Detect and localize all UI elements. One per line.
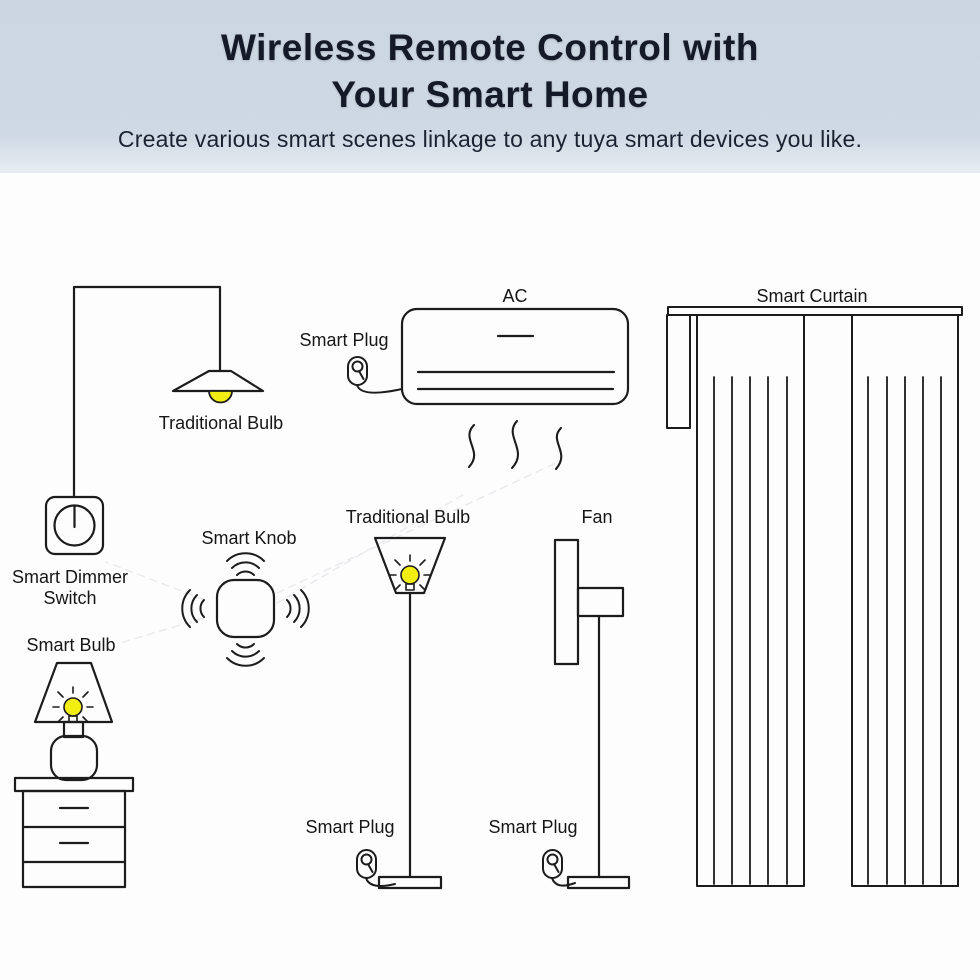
dimmer-body <box>44 495 105 556</box>
table-lamp-bulb <box>52 686 94 723</box>
floor-lamp-bulb <box>389 554 431 591</box>
table-lamp-shade <box>33 661 114 724</box>
ac-vent-lines <box>416 334 616 391</box>
label-smart-curtain: Smart Curtain <box>756 286 868 306</box>
label-smart-bulb: Smart Bulb <box>26 635 116 655</box>
curtain-folds-right <box>867 376 942 885</box>
title-line-2: Your Smart Home <box>331 74 649 115</box>
page-subtitle: Create various smart scenes linkage to a… <box>117 126 863 152</box>
floor-lamp-base <box>377 875 443 890</box>
wifi-waves-left-icon <box>181 589 205 628</box>
title-line-1: Wireless Remote Control with <box>221 27 759 68</box>
label-floor-bulb: Traditional Bulb <box>345 507 471 527</box>
table-lamp-neck <box>62 720 85 739</box>
connection-lines <box>105 462 557 644</box>
fan-base <box>566 875 631 890</box>
wifi-waves-right-icon <box>286 589 310 628</box>
curtain-panel-right <box>851 314 959 887</box>
curtain-folds-left <box>713 376 788 885</box>
label-smart-plug-fan: Smart Plug <box>488 817 578 837</box>
pendant-lamp <box>72 285 265 499</box>
label-ac: AC <box>502 286 528 306</box>
label-pendant-bulb: Traditional Bulb <box>158 413 284 433</box>
smart-curtain-device <box>666 306 963 887</box>
label-smart-knob: Smart Knob <box>201 528 297 548</box>
pendant-shade <box>171 369 265 393</box>
page-title: Wireless Remote Control with Your Smart … <box>0 24 980 118</box>
pendant-wire <box>72 285 222 499</box>
label-smart-dimmer-line1: Smart Dimmer <box>12 567 128 587</box>
nightstand-body <box>21 789 127 889</box>
label-smart-plug-ac: Smart Plug <box>299 330 389 350</box>
header-banner: Wireless Remote Control with Your Smart … <box>0 0 980 173</box>
label-smart-dimmer-line2: Switch <box>43 588 97 608</box>
nightstand <box>13 776 135 889</box>
ac-body <box>400 307 630 406</box>
curtain-rail <box>667 306 963 316</box>
fan-blade <box>553 538 580 666</box>
floor-lamp-shade <box>373 536 447 595</box>
label-smart-plug-floor: Smart Plug <box>305 817 395 837</box>
label-smart-dimmer: Smart Dimmer Switch <box>12 567 128 609</box>
pendant-bulb <box>208 390 233 404</box>
fan-device <box>553 538 631 890</box>
smart-knob-device <box>181 552 310 667</box>
fan-motor <box>576 586 625 618</box>
smart-plug-ac-icon <box>347 356 403 394</box>
curtain-motor <box>666 314 691 429</box>
dimmer-switch <box>44 495 105 556</box>
table-lamp-body <box>49 734 99 782</box>
ac-airflow-icon <box>467 419 563 471</box>
smart-plug-floor-icon <box>356 849 396 887</box>
knob-body <box>215 578 276 639</box>
smart-plug-fan-icon <box>542 849 576 887</box>
ac-unit <box>400 307 630 471</box>
curtain-panel-left <box>696 314 805 887</box>
wifi-waves-bottom-icon <box>226 643 265 667</box>
label-fan: Fan <box>581 507 613 527</box>
wifi-waves-top-icon <box>226 552 265 576</box>
table-lamp <box>33 661 114 782</box>
floor-lamp <box>373 536 447 890</box>
